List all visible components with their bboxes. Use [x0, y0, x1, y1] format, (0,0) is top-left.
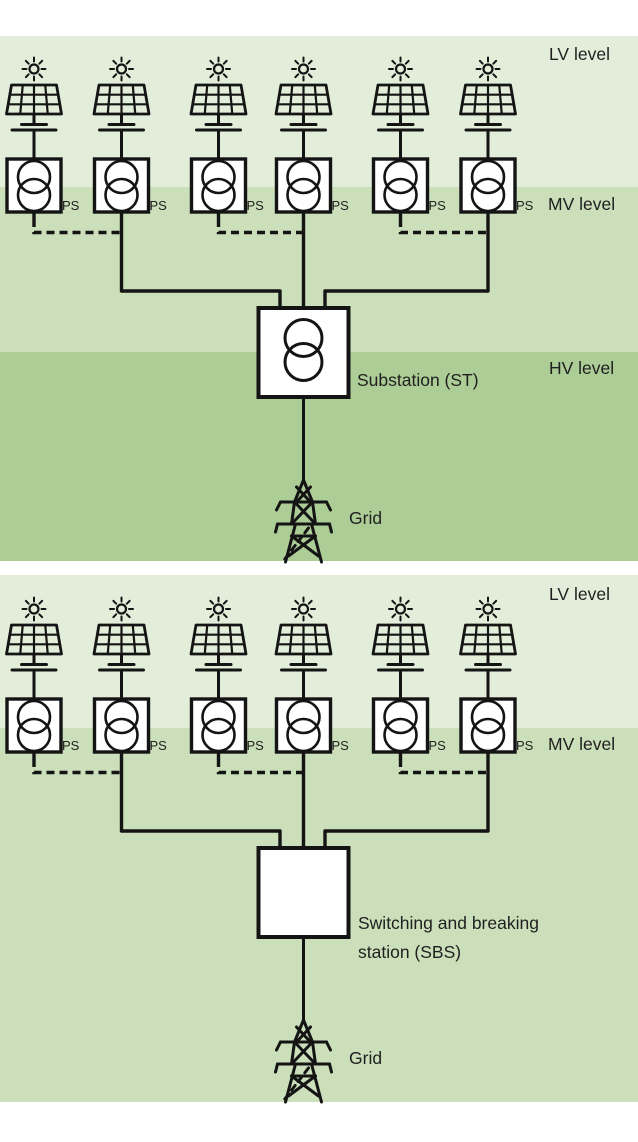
sun-icon	[109, 596, 134, 622]
lv-level-label-bottom: LV level	[549, 584, 610, 604]
mv-level-label-top: MV level	[548, 194, 616, 214]
solar-panel-icon	[459, 83, 517, 132]
mv-bus-line-left	[121, 289, 282, 312]
power-station-box	[459, 697, 517, 754]
mv-bus-line-right	[323, 289, 488, 312]
pv-unit	[459, 56, 517, 214]
power-station-unit-label: PS	[246, 738, 264, 753]
power-station-box	[92, 697, 151, 754]
mv-level-label-bottom: MV level	[548, 734, 616, 754]
solar-panel-icon	[189, 83, 248, 132]
sun-icon	[109, 56, 134, 82]
topology-diagram-pv-plant-with-switching-breaking-station	[5, 596, 517, 1104]
transmission-tower-icon	[274, 478, 333, 564]
power-station-unit-label: PS	[331, 738, 349, 753]
sbs-station-label-line1: Switching and breaking	[358, 913, 539, 933]
substation-box	[256, 306, 351, 399]
pv-unit	[5, 56, 63, 214]
sun-icon	[475, 56, 501, 82]
dashed-mv-link	[216, 210, 304, 235]
solar-panel-icon	[371, 623, 430, 672]
power-station-box	[189, 157, 248, 214]
power-station-unit-label: PS	[62, 198, 80, 213]
power-station-unit-label: PS	[62, 738, 80, 753]
pv-unit	[189, 596, 248, 754]
power-station-box	[274, 157, 333, 214]
solar-panel-icon	[189, 623, 248, 672]
power-station-unit-label: PS	[149, 738, 167, 753]
solar-panel-icon	[274, 83, 333, 132]
transmission-tower-icon	[274, 1018, 333, 1104]
solar-panel-icon	[5, 623, 63, 672]
mv-bus-line-left	[121, 829, 282, 852]
solar-panel-icon	[5, 83, 63, 132]
power-station-unit-label: PS	[246, 198, 264, 213]
pv-unit	[274, 596, 333, 754]
power-station-unit-label: PS	[428, 198, 446, 213]
power-station-box	[189, 697, 248, 754]
pv-unit	[459, 596, 517, 754]
sun-icon	[291, 56, 316, 82]
grid-label-bottom: Grid	[349, 1048, 383, 1068]
hv-level-label-top: HV level	[549, 358, 615, 378]
solar-panel-icon	[92, 623, 151, 672]
sun-icon	[21, 56, 47, 82]
sun-icon	[388, 56, 413, 82]
dashed-mv-link	[398, 750, 488, 775]
dashed-mv-link	[32, 750, 122, 775]
transformer-icon	[283, 318, 324, 382]
pv-unit	[5, 596, 63, 754]
sbs-box	[256, 846, 351, 939]
solar-panel-icon	[274, 623, 333, 672]
grid-label-top: Grid	[349, 508, 383, 528]
pv-unit	[92, 56, 151, 214]
solar-panel-icon	[459, 623, 517, 672]
sun-icon	[206, 56, 231, 82]
pv-unit	[274, 56, 333, 214]
mv-bus-line-right	[323, 829, 488, 852]
pv-unit	[371, 56, 430, 214]
dashed-mv-link	[32, 210, 122, 235]
sun-icon	[291, 596, 316, 622]
power-station-unit-label: PS	[428, 738, 446, 753]
power-station-box	[92, 157, 151, 214]
power-station-box	[5, 697, 63, 754]
power-station-unit-label: PS	[516, 738, 534, 753]
sun-icon	[388, 596, 413, 622]
pv-unit	[189, 56, 248, 214]
power-station-box	[371, 157, 430, 214]
power-station-unit-label: PS	[149, 198, 167, 213]
sbs-station-label: Switching and breaking station (SBS)	[358, 909, 539, 967]
sun-icon	[206, 596, 231, 622]
power-station-box	[274, 697, 333, 754]
sun-icon	[475, 596, 501, 622]
power-station-box	[5, 157, 63, 214]
power-station-box	[459, 157, 517, 214]
pv-unit	[92, 596, 151, 754]
sun-icon	[21, 596, 47, 622]
substation-label: Substation (ST)	[357, 370, 479, 390]
dashed-mv-link	[398, 210, 488, 235]
power-station-box	[371, 697, 430, 754]
lv-level-label-top: LV level	[549, 44, 610, 64]
dashed-mv-link	[216, 750, 304, 775]
power-station-unit-label: PS	[516, 198, 534, 213]
topology-diagram-pv-plant-with-substation	[5, 56, 517, 564]
pv-unit	[371, 596, 430, 754]
sbs-station-label-line2: station (SBS)	[358, 942, 462, 962]
power-station-unit-label: PS	[331, 198, 349, 213]
solar-panel-icon	[371, 83, 430, 132]
solar-panel-icon	[92, 83, 151, 132]
